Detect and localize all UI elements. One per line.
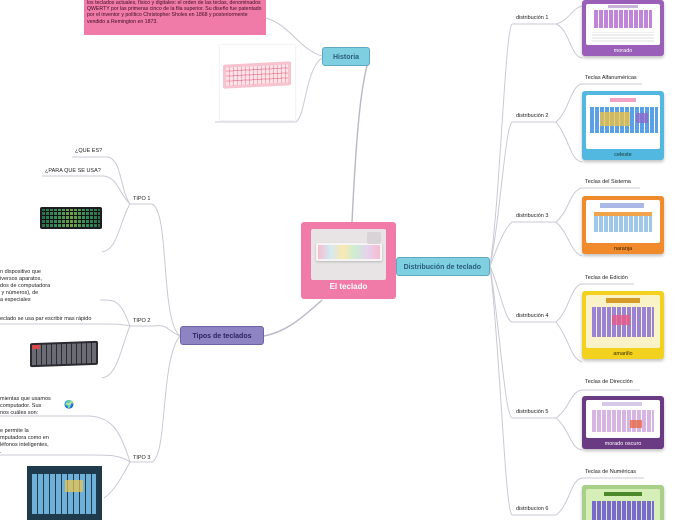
tipo3-description[interactable]: e permite la mputadora como en léfonos i… [0,428,49,455]
virtual-keyboard-image [27,466,102,520]
history-note-text: los teclados actuales, físico y digitale… [87,0,262,25]
morado-keyboard-diagram [586,4,660,45]
distribucion-label: Distribución de teclado [403,264,481,271]
tipos-label: Tipos de teclados [192,333,252,340]
historia-label: Historia [332,54,360,61]
que-es-label[interactable]: ¿QUE ES? [75,148,103,154]
morado-oscuro-keyboard-diagram [586,400,660,438]
verde-keyboard-diagram [586,489,660,520]
card-verde[interactable] [582,485,664,520]
distribucion-topic[interactable]: Distribución de teclado [396,257,490,276]
distribucion-6-title[interactable]: Teclas de Numéricas [585,469,637,475]
tipo3-definition[interactable]: mientas que usamos computador. Sus nos c… [0,396,51,416]
distribucion-5-label[interactable]: distribución 5 [516,409,549,415]
tipo3-label[interactable]: TIPO 3 [133,455,151,461]
tipo2-usage[interactable]: eclado se usa par escribir mas rápido [0,316,92,322]
mechanical-keyboard-image [26,336,102,376]
pink-keyboard-body [223,61,291,89]
tipos-topic[interactable]: Tipos de teclados [180,326,264,345]
distribucion-2-label[interactable]: distribución 2 [516,113,549,119]
globe-icon[interactable]: 🌍 [64,400,74,409]
history-note: los teclados actuales, físico y digitale… [84,0,266,35]
distribucion-5-title[interactable]: Teclas de Dirección [585,379,633,385]
center-keyboard-photo [311,229,386,280]
card-morado[interactable]: morado [582,0,664,56]
pink-keyboard-image [220,45,295,120]
distribucion-4-label[interactable]: distribución 4 [516,313,549,319]
central-topic[interactable]: El teclado [301,222,396,299]
morado-oscuro-caption: morado oscuro [604,441,642,447]
naranja-caption: naranja [613,246,633,252]
card-morado-oscuro[interactable]: morado oscuro [582,396,664,449]
amarillo-caption: amarillo [613,351,633,357]
historia-topic[interactable]: Historia [322,47,370,66]
naranja-keyboard-diagram [586,200,660,243]
card-amarillo[interactable]: amarillo [582,291,664,359]
morado-caption: morado [613,48,633,54]
celeste-keyboard-diagram [586,95,660,149]
distribucion-6-label[interactable]: distribucion 6 [516,506,549,512]
distribucion-3-title[interactable]: Teclas del Sistema [585,179,631,185]
amarillo-keyboard-diagram [586,295,660,348]
tipo2-label[interactable]: TIPO 2 [133,318,151,324]
card-naranja[interactable]: naranja [582,196,664,254]
distribucion-3-label[interactable]: distribución 3 [516,213,549,219]
distribucion-2-title[interactable]: Teclas Alfanuméricas [585,75,637,81]
tipo2-definition[interactable]: n dispositivo que iversos aparatos, dos … [0,269,51,303]
card-celeste[interactable]: celeste [582,91,664,160]
para-que-se-usa-label[interactable]: ¿PARA QUE SE USA? [45,168,101,174]
tipo1-label[interactable]: TIPO 1 [133,196,151,202]
rgb-keyboard-image [40,187,102,249]
distribucion-1-label[interactable]: distribución 1 [516,15,549,21]
center-title: El teclado [329,282,368,291]
celeste-caption: celeste [614,152,632,158]
distribucion-4-title[interactable]: Teclas de Edición [585,275,628,281]
